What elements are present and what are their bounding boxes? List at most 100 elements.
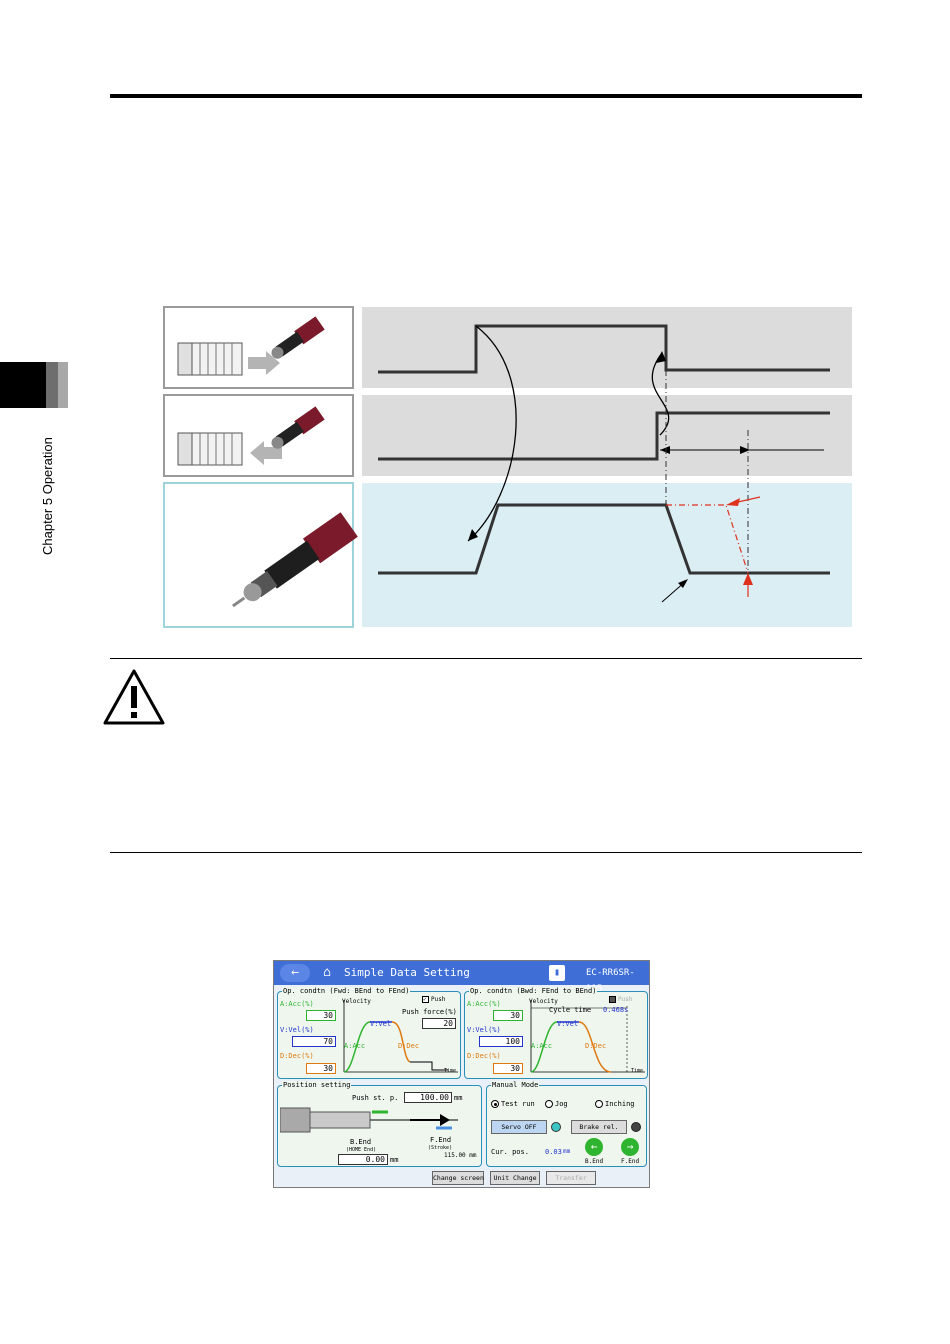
current-position-value: 0.03: [545, 1148, 562, 1156]
bwd-box-title: Op. condtn (Bwd: FEnd to BEnd): [469, 987, 598, 995]
signal-motion: [378, 503, 830, 575]
header-rule: [110, 94, 862, 98]
fend-sub-label: (Stroke): [428, 1145, 453, 1151]
home-position-field[interactable]: 0.00: [338, 1154, 388, 1165]
change-screen-button[interactable]: Change screen: [432, 1171, 484, 1185]
fwd-vel-field[interactable]: 70: [292, 1036, 336, 1047]
fend-move-button[interactable]: →: [621, 1138, 639, 1156]
current-position-label: Cur. pos.: [491, 1148, 529, 1156]
transfer-button[interactable]: Transfer: [546, 1171, 596, 1185]
test-run-radio[interactable]: [491, 1100, 499, 1108]
bwd-graph-acc: A:Acc: [531, 1042, 553, 1050]
position-box-title: Position setting: [282, 1081, 352, 1089]
fwd-graph-vel: V:Vel: [370, 1020, 392, 1028]
jog-label: Jog: [555, 1100, 568, 1108]
fwd-graph-time: Time: [444, 1068, 457, 1074]
bwd-vel-label: V:Vel(%): [467, 1026, 501, 1034]
warning-icon: [103, 669, 165, 725]
caution-rule-top: [110, 658, 862, 659]
causal-arrow-2: [651, 352, 670, 436]
bwd-cycle-label: Cycle time: [549, 1006, 592, 1014]
inching-label: Inching: [605, 1100, 635, 1108]
bwd-acc-field[interactable]: 30: [493, 1010, 523, 1021]
stroke-value: 115.00 mm: [444, 1152, 477, 1159]
fwd-graph-acc: A:Acc: [344, 1042, 366, 1050]
bwd-condition-box: Op. condtn (Bwd: FEnd to BEnd) A:Acc(%) …: [464, 987, 648, 1079]
touch-panel-screenshot: ← ⌂ Simple Data Setting ▮ EC-RR6SR-115 O…: [273, 960, 650, 1188]
arrow-right-icon: [248, 351, 280, 375]
row3-signal-bg: [362, 483, 852, 627]
fwd-push-checkbox[interactable]: ✓: [422, 996, 429, 1003]
bend-sub-label: (HOME End): [346, 1147, 377, 1153]
servo-off-button[interactable]: Servo OFF: [491, 1120, 547, 1134]
graph-icon[interactable]: ▮: [549, 965, 565, 981]
bwd-dec-label: D:Dec(%): [467, 1052, 501, 1060]
stroke-diagram: [280, 1107, 458, 1133]
actuator-icon: [271, 316, 325, 359]
fwd-acc-label: A:Acc(%): [280, 1000, 314, 1008]
plc-icon: [177, 432, 243, 466]
bwd-vel-field[interactable]: 100: [479, 1036, 523, 1047]
arrow-left-icon[interactable]: ←: [280, 964, 310, 982]
fwd-velocity-graph: [343, 1000, 458, 1073]
fend-label: F.End: [430, 1136, 452, 1144]
actuator-icon: [232, 512, 358, 608]
bend-move-button[interactable]: ←: [585, 1138, 603, 1156]
home-icon[interactable]: ⌂: [323, 965, 331, 980]
fwd-graph-velocity: Velocity: [342, 998, 371, 1005]
push-start-unit: mm: [454, 1094, 463, 1102]
fwd-box-title: Op. condtn (Fwd: BEnd to FEnd): [282, 987, 411, 995]
fend-button-label: F.End: [621, 1158, 640, 1165]
fwd-vel-label: V:Vel(%): [280, 1026, 314, 1034]
jog-radio[interactable]: [545, 1100, 553, 1108]
bwd-acc-label: A:Acc(%): [467, 1000, 501, 1008]
servo-status-lamp: [551, 1122, 561, 1132]
bwd-dec-field[interactable]: 30: [493, 1063, 523, 1074]
inching-radio[interactable]: [595, 1100, 603, 1108]
caution-rule-bottom: [110, 852, 862, 853]
bwd-graph-velocity: Velocity: [529, 998, 558, 1005]
fwd-push-force-label: Push force(%): [402, 1008, 457, 1016]
timing-figure: [163, 306, 852, 628]
bend-button-label: B.End: [585, 1158, 604, 1165]
fwd-push-label: Push: [431, 996, 446, 1003]
fwd-push-force-field[interactable]: 20: [422, 1018, 456, 1029]
causal-arrow-1: [467, 325, 517, 542]
fwd-condition-box: Op. condtn (Fwd: BEnd to FEnd) A:Acc(%) …: [277, 987, 461, 1079]
row2-signal-bg: [362, 395, 852, 476]
bwd-graph-vel: V:Vel: [557, 1020, 579, 1028]
bwd-push-label: Push: [618, 996, 633, 1003]
bwd-cycle-value: 0.468s: [603, 1006, 629, 1014]
title-bar: ← ⌂ Simple Data Setting ▮ EC-RR6SR-115: [274, 961, 649, 994]
chapter-tab: [0, 362, 46, 408]
red-arrow-icon: [726, 498, 740, 506]
push-start-field[interactable]: 100.00: [404, 1092, 452, 1103]
manual-box-title: Manual Mode: [491, 1081, 540, 1089]
manual-mode-box: Manual Mode Test run Jog Inching Servo O…: [486, 1081, 647, 1167]
bwd-push-checkbox[interactable]: [609, 996, 616, 1003]
push-start-label: Push st. p.: [352, 1094, 399, 1102]
position-setting-box: Position setting Push st. p. 100.00 mm B…: [277, 1081, 482, 1167]
bwd-graph-dec: D:Dec: [585, 1042, 607, 1050]
chapter-tab-shade-dark: [46, 362, 58, 408]
home-position-unit: mm: [390, 1156, 399, 1164]
actuator-icon: [271, 406, 325, 449]
chapter-tab-shade-light: [58, 362, 68, 408]
current-position-unit: mm: [563, 1148, 571, 1155]
bend-label: B.End: [350, 1138, 372, 1146]
fwd-graph-dec: D:Dec: [398, 1042, 420, 1050]
plc-icon: [177, 342, 243, 376]
red-reference: [666, 504, 749, 574]
row1-signal-bg: [362, 307, 852, 388]
fwd-acc-field[interactable]: 30: [306, 1010, 336, 1021]
signal-output: [378, 324, 830, 374]
fwd-dec-field[interactable]: 30: [306, 1063, 336, 1074]
red-arrow-icon: [743, 573, 753, 585]
signal-input: [378, 411, 830, 461]
bwd-graph-time: Time: [631, 1068, 644, 1074]
brake-release-button[interactable]: Brake rel.: [571, 1120, 627, 1134]
bwd-velocity-graph: [530, 1000, 645, 1073]
fwd-dec-label: D:Dec(%): [280, 1052, 314, 1060]
chapter-label: Chapter 5 Operation: [40, 437, 55, 555]
unit-change-button[interactable]: Unit Change: [490, 1171, 540, 1185]
